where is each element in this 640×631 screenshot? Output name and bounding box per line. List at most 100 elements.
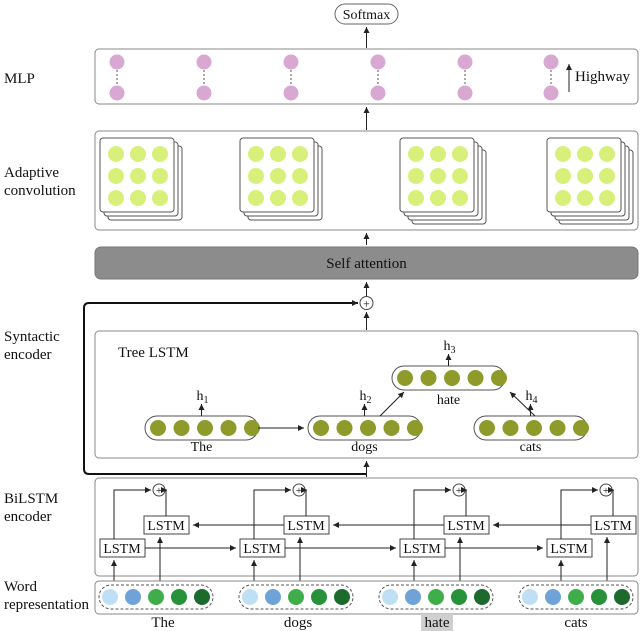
conv-unit bbox=[108, 190, 124, 206]
conv-unit bbox=[108, 168, 124, 184]
tree-word: hate bbox=[437, 393, 460, 408]
conv-unit bbox=[270, 146, 286, 162]
tree-edge bbox=[379, 391, 405, 417]
forward-lstm-label: LSTM bbox=[550, 542, 588, 557]
label-bilstm: BiLSTM bbox=[4, 491, 58, 507]
embedding-cats: cats bbox=[518, 584, 634, 631]
conv-unit bbox=[248, 146, 264, 162]
embedding-hate: hate bbox=[378, 584, 494, 631]
conv-filter-stack bbox=[546, 137, 634, 225]
bilstm-plus-sign: + bbox=[296, 485, 302, 497]
tree-word: The bbox=[191, 440, 213, 455]
conv-unit bbox=[130, 168, 146, 184]
adaptive-convolution-box bbox=[94, 130, 639, 231]
forward-output-arrow bbox=[253, 487, 291, 539]
mlp-neuron bbox=[457, 85, 473, 101]
softmax-label: Softmax bbox=[343, 8, 390, 23]
backward-lstm-label: LSTM bbox=[147, 519, 185, 534]
conv-unit bbox=[292, 146, 308, 162]
self-attention-bar bbox=[94, 246, 639, 280]
mlp-neuron bbox=[543, 85, 559, 101]
embedding-unit bbox=[522, 589, 538, 605]
softmax-box bbox=[334, 3, 399, 25]
tree-unit bbox=[467, 370, 484, 386]
word-embeddings: The dogs hate cats bbox=[98, 584, 634, 631]
tree-unit bbox=[491, 370, 507, 386]
forward-output-arrow bbox=[113, 487, 151, 539]
conv-unit bbox=[270, 168, 286, 184]
tree-unit bbox=[573, 420, 589, 436]
tree-unit bbox=[407, 420, 423, 436]
embedding-unit bbox=[288, 589, 304, 605]
tree-lstm-label: Tree LSTM bbox=[118, 345, 189, 361]
conv-unit bbox=[430, 146, 446, 162]
input-word: hate bbox=[425, 615, 450, 631]
conv-unit bbox=[577, 168, 593, 184]
embedding-unit bbox=[474, 589, 490, 605]
bilstm-encoder-box bbox=[94, 477, 639, 577]
conv-filter-stack bbox=[99, 137, 183, 221]
conv-unit bbox=[292, 190, 308, 206]
embedding-unit bbox=[451, 589, 467, 605]
mlp-neuron bbox=[283, 54, 299, 70]
backward-output-arrow bbox=[608, 487, 614, 516]
conv-unit bbox=[152, 146, 168, 162]
forward-output-arrow bbox=[560, 487, 598, 539]
embedding-unit bbox=[265, 589, 281, 605]
conv-unit bbox=[152, 190, 168, 206]
embedding-unit bbox=[614, 589, 630, 605]
tree-unit bbox=[220, 420, 237, 436]
backward-lstm-label: LSTM bbox=[594, 519, 632, 534]
conv-unit bbox=[130, 190, 146, 206]
forward-lstm-cell bbox=[546, 538, 593, 558]
conv-unit bbox=[408, 190, 424, 206]
backward-output-arrow bbox=[301, 487, 307, 516]
embedding-unit bbox=[148, 589, 164, 605]
embedding-the: The bbox=[98, 584, 214, 631]
input-word: cats bbox=[564, 615, 587, 631]
tree-unit bbox=[383, 420, 400, 436]
mlp-neuron bbox=[543, 54, 559, 70]
conv-unit bbox=[430, 190, 446, 206]
tree-unit bbox=[150, 420, 166, 436]
backward-lstm-label: LSTM bbox=[287, 519, 325, 534]
tree-edge bbox=[509, 391, 536, 417]
tree-unit bbox=[502, 420, 519, 436]
conv-filter-stack bbox=[239, 137, 323, 221]
conv-unit bbox=[577, 146, 593, 162]
embedding-unit bbox=[125, 589, 141, 605]
input-word: dogs bbox=[284, 615, 313, 631]
embedding-unit bbox=[428, 589, 444, 605]
forward-output-arrow bbox=[413, 487, 451, 539]
bilstm-plus-sign: + bbox=[456, 485, 462, 497]
tree-unit bbox=[336, 420, 353, 436]
forward-lstm-label: LSTM bbox=[243, 542, 281, 557]
label-adaptive: Adaptive bbox=[4, 165, 59, 181]
label-convolution: convolution bbox=[4, 183, 76, 199]
conv-unit bbox=[292, 168, 308, 184]
embedding-unit bbox=[568, 589, 584, 605]
mlp-neurons bbox=[109, 54, 559, 101]
conv-unit bbox=[599, 190, 615, 206]
tree-unit bbox=[360, 420, 376, 436]
conv-filter-stack bbox=[399, 137, 487, 225]
label-bilstm-encoder: encoder bbox=[4, 509, 51, 525]
input-word: The bbox=[151, 615, 175, 631]
bilstm-step-dogs: LSTM LSTM + bbox=[239, 483, 444, 582]
embedding-dogs: dogs bbox=[238, 584, 354, 631]
conv-unit bbox=[452, 168, 468, 184]
mlp-neuron bbox=[370, 54, 386, 70]
tree-unit bbox=[549, 420, 566, 436]
bilstm-plus-sign: + bbox=[603, 485, 609, 497]
label-representation: representation bbox=[4, 597, 89, 613]
backward-output-arrow bbox=[461, 487, 467, 516]
skip-connection bbox=[83, 300, 367, 475]
mlp-neuron bbox=[457, 54, 473, 70]
mlp-neuron bbox=[196, 85, 212, 101]
